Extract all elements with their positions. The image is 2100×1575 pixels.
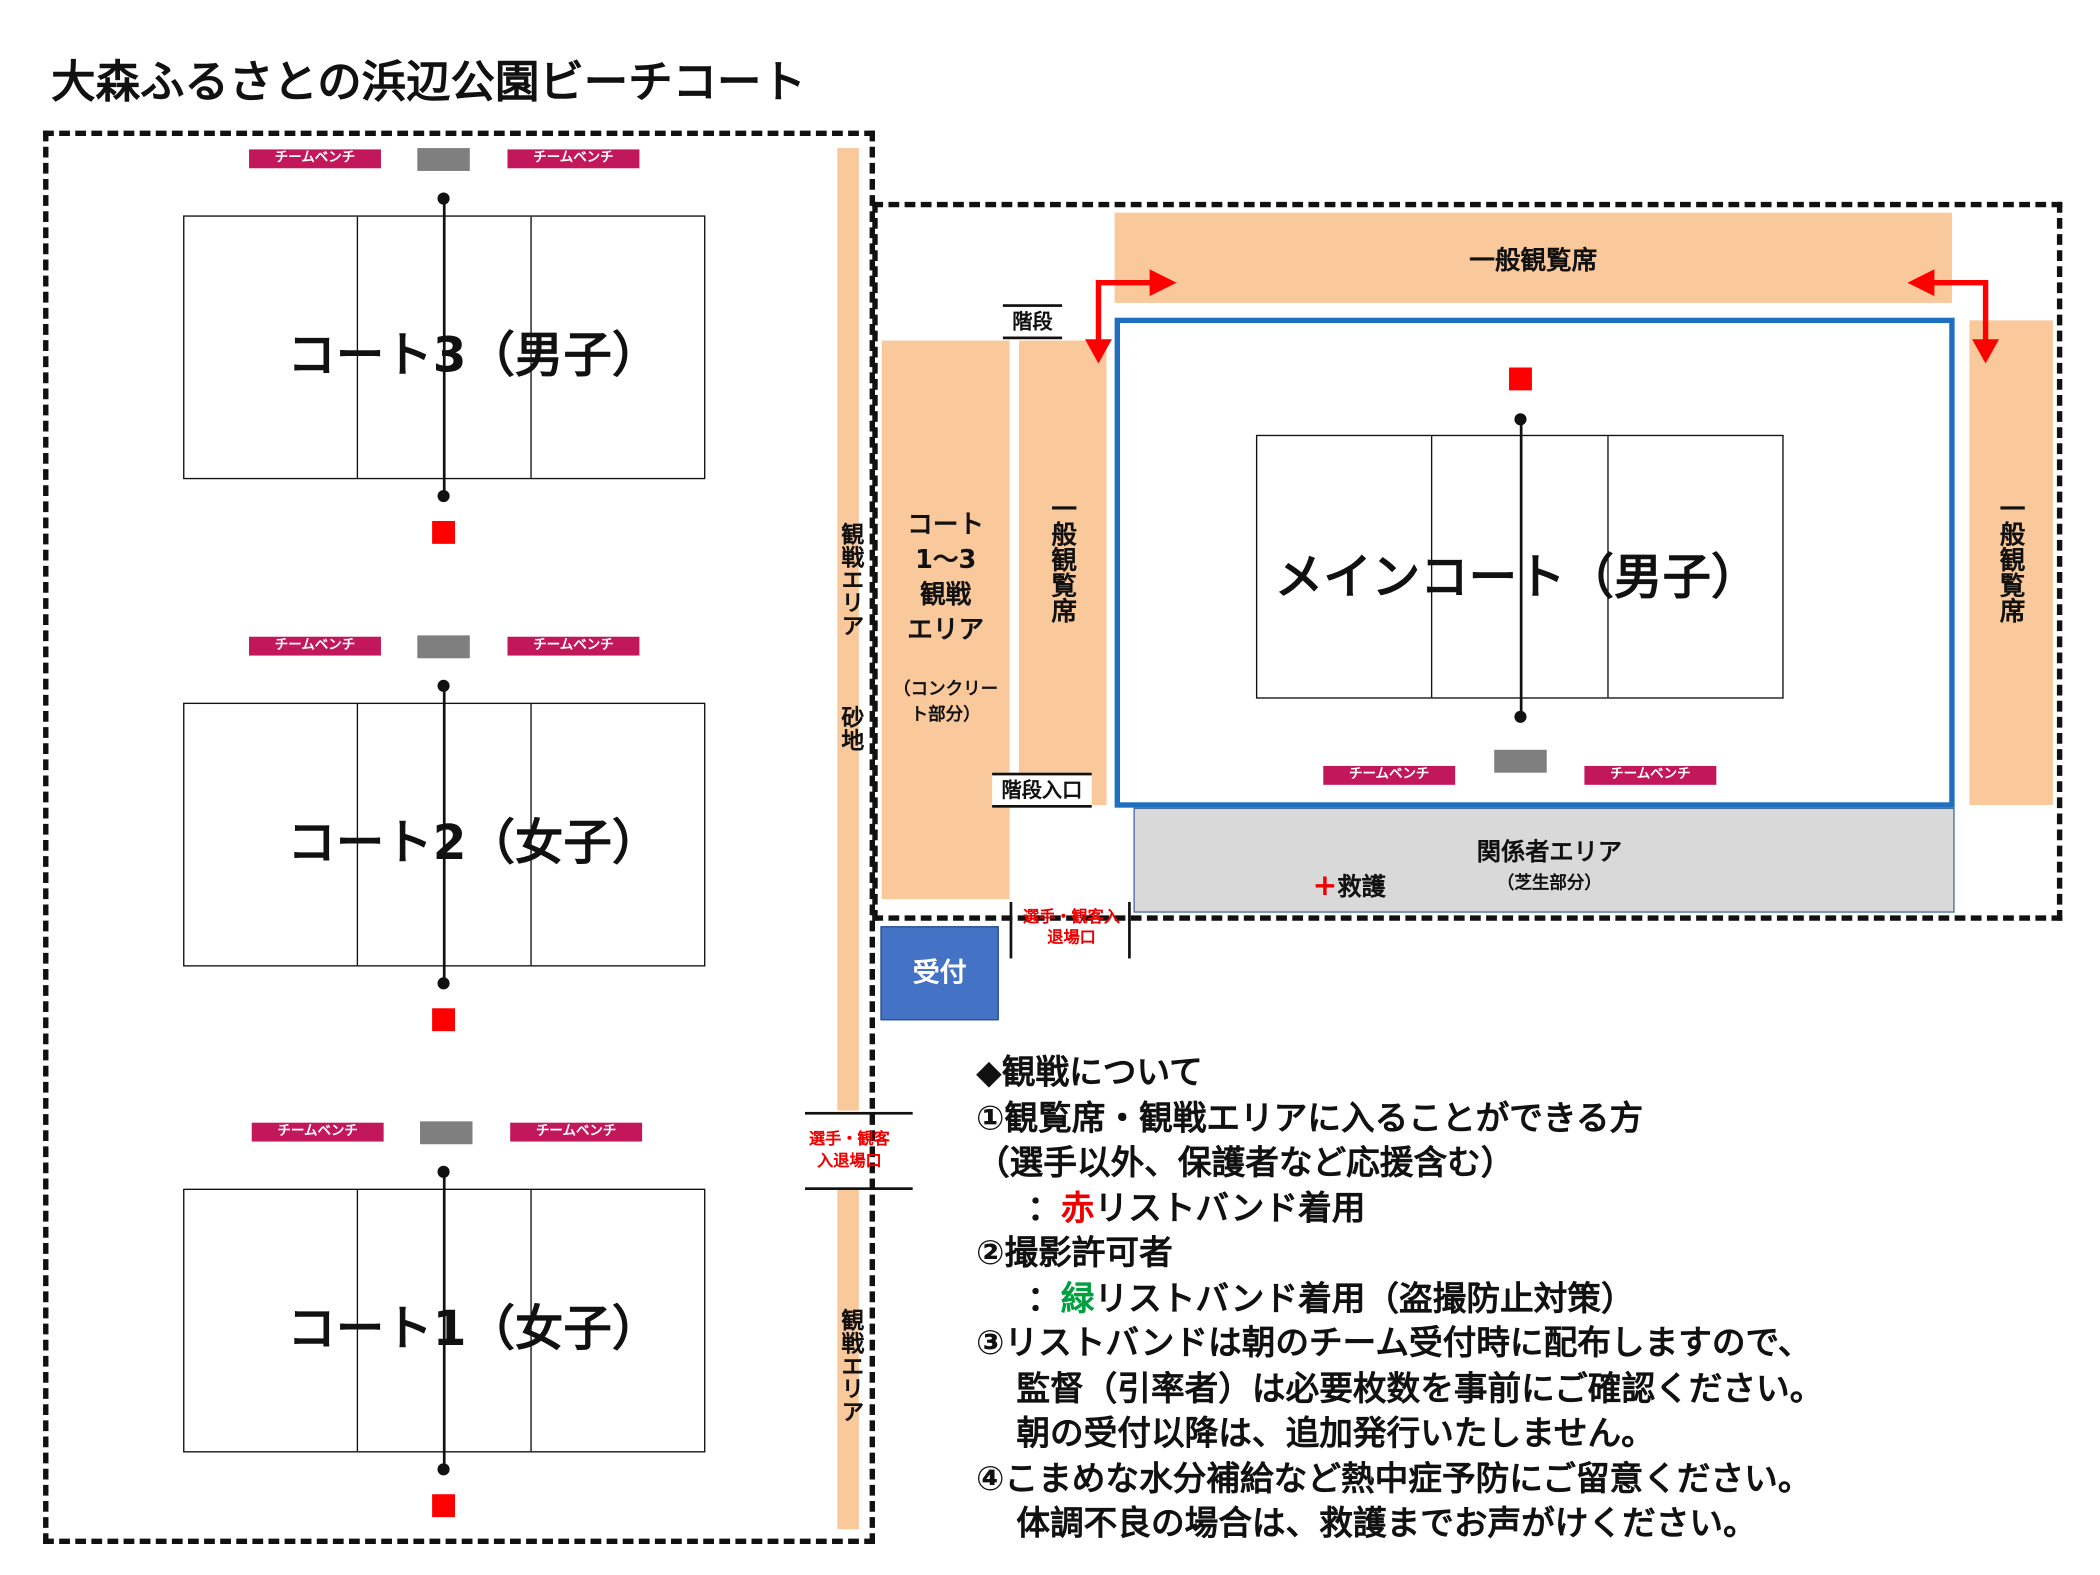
note-line: 朝の受付以降は、追加発行いたしません。	[1016, 1413, 1655, 1453]
net-post-icon	[437, 1463, 450, 1476]
entrance-line	[1128, 901, 1131, 959]
general-seats-top-label: 一般観覧席	[1469, 246, 1598, 276]
sand-viewing-strip-upper	[837, 148, 859, 1111]
sand-courts-boundary	[43, 130, 875, 1545]
main-court-boundary	[872, 201, 2063, 921]
general-seats-right-label: 一般観覧席	[1995, 495, 2026, 624]
court-viewing-area: コート 1〜3 観戦 エリア （コンクリート部分）	[881, 340, 1010, 900]
note-line: ：緑リストバンド着用（盗撮防止対策）	[1027, 1278, 1635, 1318]
sand-viewing-strip-lower	[837, 1189, 859, 1530]
team-bench: チームベンチ	[507, 636, 640, 656]
general-seats-top: 一般観覧席	[1114, 212, 1952, 303]
entrance-line	[1009, 901, 1013, 959]
concrete-label: （コンクリート部分）	[893, 679, 999, 726]
note-line: ：赤リストバンド着用	[1027, 1187, 1366, 1228]
net-post-icon	[1514, 710, 1527, 723]
general-seats-left: 一般観覧席	[1019, 340, 1107, 805]
court-net	[442, 197, 446, 497]
referee-stand-icon	[432, 1494, 455, 1518]
team-bench: チームベンチ	[510, 1122, 643, 1142]
general-seats-left-label: 一般観覧席	[1047, 495, 1077, 624]
team-bench: チームベンチ	[507, 149, 640, 169]
court-net	[442, 685, 446, 985]
net-post-icon	[437, 192, 450, 205]
team-bench: チームベンチ	[1323, 765, 1456, 785]
scorer-table	[419, 1121, 473, 1145]
green-wristband-word: 緑	[1060, 1278, 1095, 1318]
first-aid-cross-icon: +	[1312, 869, 1338, 904]
scorer-table	[417, 635, 470, 659]
referee-stand-icon	[1509, 367, 1532, 391]
net-post-icon	[437, 489, 450, 503]
general-seats-right: 一般観覧席	[1969, 320, 2053, 805]
sand-label: 砂地	[835, 705, 863, 752]
note-line: （選手以外、保護者など応援含む）	[975, 1142, 1515, 1182]
staff-area: 関係者エリア （芝生部分） +救護	[1133, 807, 1955, 913]
court-viewing-label-3: 観戦	[920, 580, 972, 610]
stairs-label: 階段	[1002, 304, 1063, 340]
court-viewing-label-2: 1〜3	[915, 545, 977, 575]
entrance-line-bottom	[804, 1187, 913, 1190]
sand-viewing-label: 観戦エリア	[835, 522, 863, 637]
note-line: ②撮影許可者	[975, 1233, 1173, 1273]
net-post-icon	[437, 679, 450, 692]
team-bench: チームベンチ	[249, 149, 381, 169]
staff-area-label: 関係者エリア	[1476, 838, 1623, 867]
red-wristband-word: 赤	[1060, 1187, 1095, 1228]
scorer-table	[1494, 749, 1547, 773]
main-court-net	[1519, 418, 1523, 718]
note-line: 監督（引率者）は必要枚数を事前にご確認ください。	[1016, 1368, 1824, 1408]
arrow-right-icon	[1929, 279, 1989, 348]
main-court-label: メインコート（男子）	[1274, 550, 1760, 606]
team-bench: チームベンチ	[249, 636, 381, 656]
notes-heading: ◆観戦について	[975, 1052, 1203, 1092]
first-aid: +救護	[1312, 868, 1386, 904]
net-post-icon	[437, 1165, 450, 1178]
entrance-label-left: 選手・観客入退場口	[809, 1129, 890, 1170]
note-line: ④こまめな水分補給など熱中症予防にご留意ください。	[975, 1458, 1812, 1498]
entrance-line-top	[804, 1111, 913, 1115]
note-line: 体調不良の場合は、救護までお声がけください。	[1016, 1503, 1757, 1543]
net-post-icon	[437, 977, 450, 990]
court-viewing-label-1: コート	[907, 510, 985, 540]
court-net	[442, 1171, 446, 1470]
court-label: コート1（女子）	[287, 1301, 661, 1357]
referee-stand-icon	[432, 520, 455, 544]
court-label: コート3（男子）	[287, 328, 661, 384]
court-label: コート2（女子）	[287, 815, 661, 871]
court-viewing-label-4: エリア	[907, 615, 985, 645]
entrance-label: 選手・観客入退場口	[1023, 907, 1120, 947]
scorer-table	[417, 148, 470, 171]
net-post-icon	[1514, 413, 1527, 426]
stairs-entrance-label: 階段入口	[992, 772, 1092, 808]
lawn-label: （芝生部分）	[1496, 873, 1602, 894]
sand-viewing-lower-label: 観戦エリア	[835, 1308, 863, 1423]
first-aid-label: 救護	[1337, 873, 1386, 902]
team-bench: チームベンチ	[251, 1122, 384, 1142]
arrow-left-icon	[1095, 279, 1155, 348]
page-title: 大森ふるさとの浜辺公園ビーチコート	[51, 55, 806, 108]
main-court-area	[1114, 317, 1955, 808]
reception: 受付	[880, 926, 999, 1021]
viewing-notes: ◆観戦について ①観覧席・観戦エリアに入ることができる方 （選手以外、保護者など…	[976, 1050, 1823, 1546]
referee-stand-icon	[432, 1008, 455, 1032]
team-bench: チームベンチ	[1584, 765, 1717, 785]
note-line: ①観覧席・観戦エリアに入ることができる方	[975, 1097, 1644, 1137]
note-line: ③リストバンドは朝のチーム受付時に配布しますので、	[975, 1323, 1812, 1363]
